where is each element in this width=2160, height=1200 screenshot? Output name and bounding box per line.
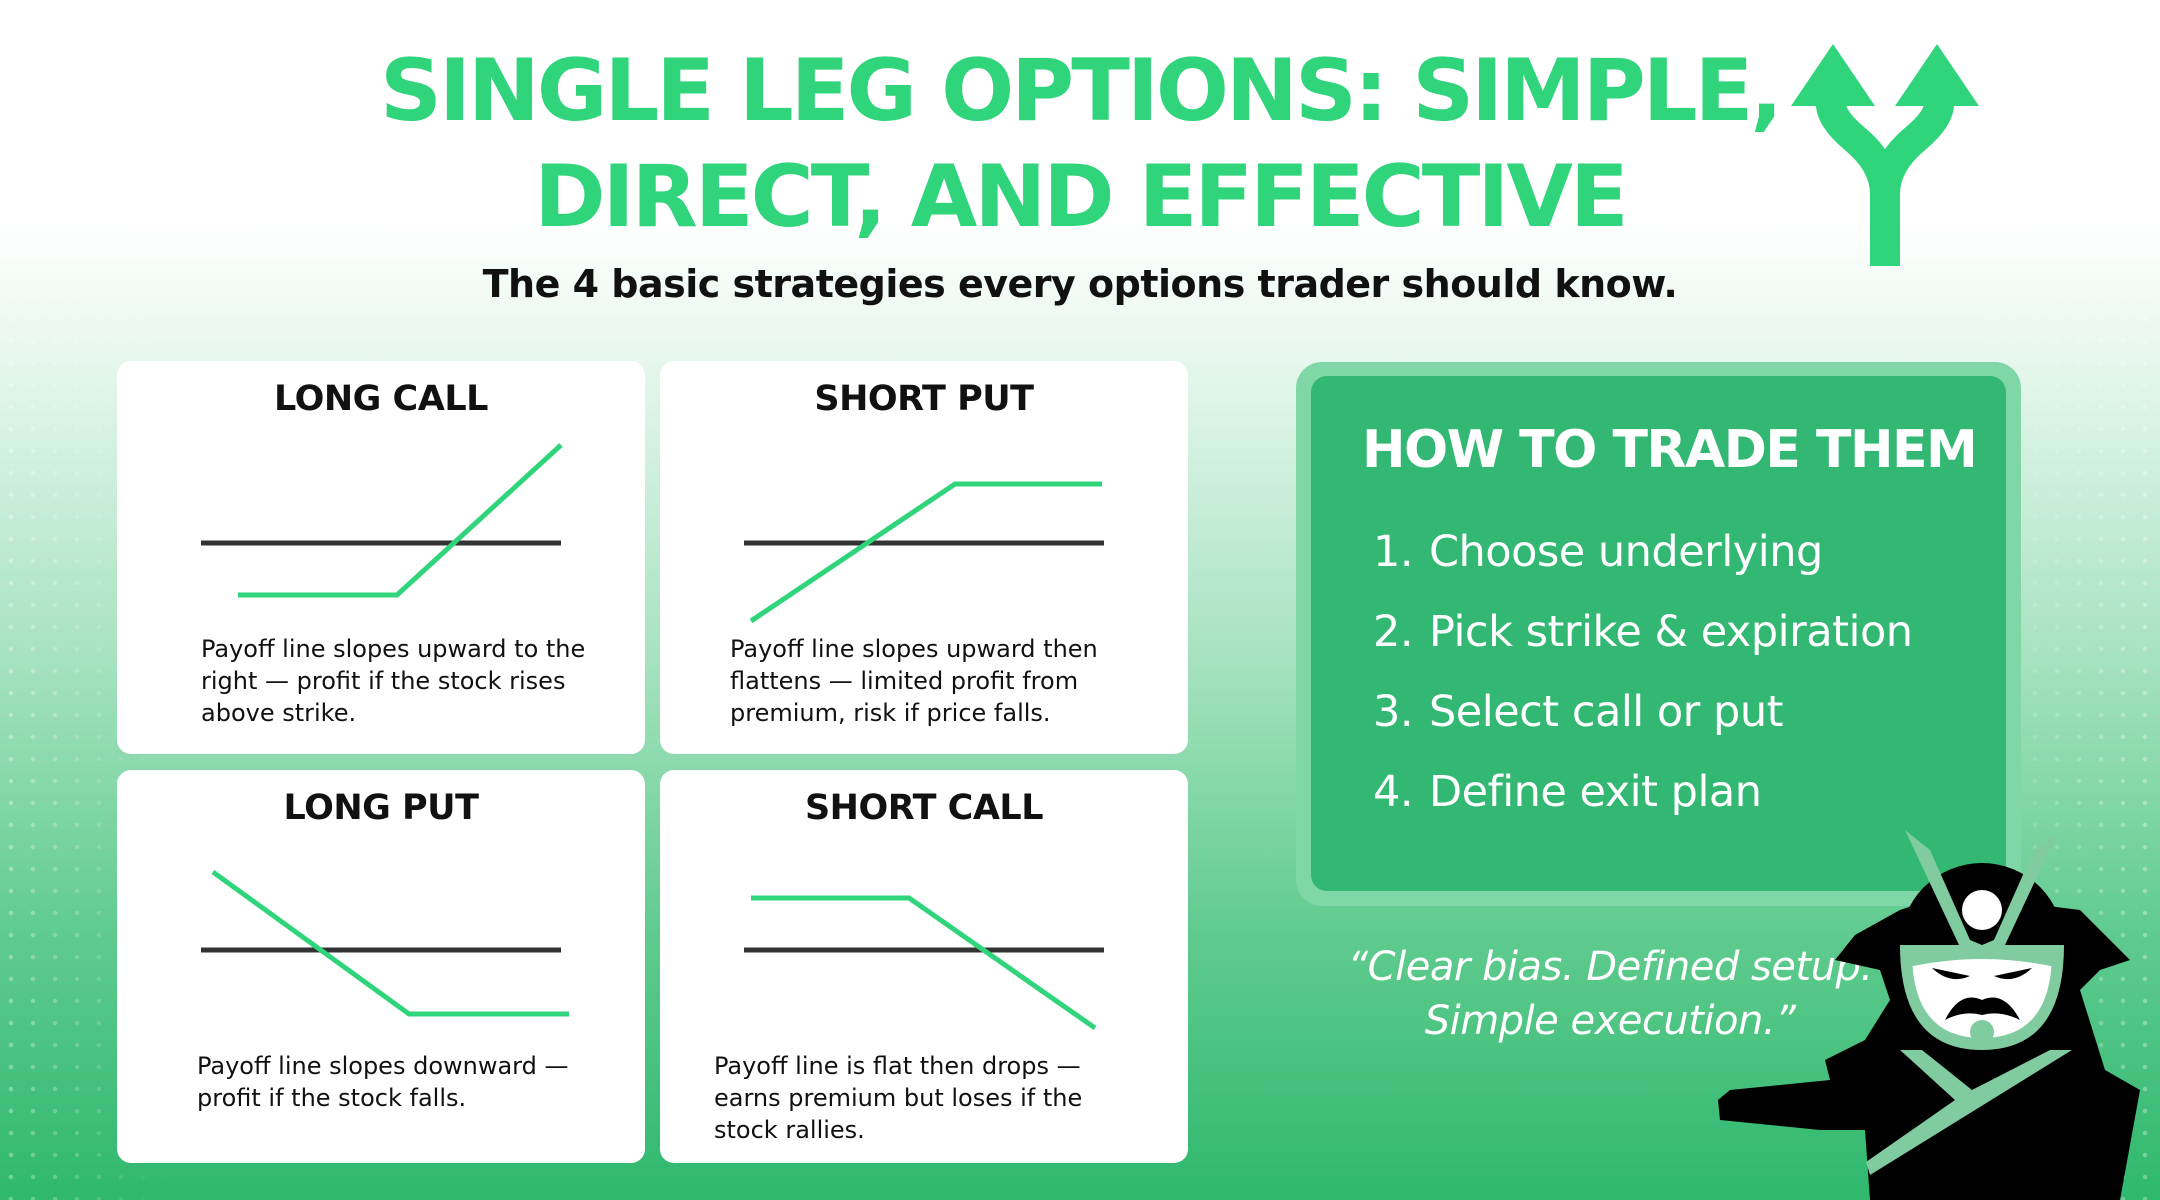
card-title: SHORT CALL [804,788,1044,828]
payoff-line [751,895,1097,1031]
card-description: Payoff line is flat then drops — earns p… [714,1052,1083,1144]
split-arrow-icon [1791,44,1979,266]
card-description: Payoff line slopes downward — profit if … [197,1052,569,1112]
strategy-card-short-call: SHORT CALL Payoff line is flat then drop… [660,770,1188,1163]
card-title: SHORT PUT [814,379,1034,419]
subtitle: The 4 basic strategies every options tra… [482,262,1678,306]
samurai-mascot-icon [1718,830,2140,1200]
strategy-card-long-call: LONG CALL Payoff line slopes upward to t… [117,361,645,754]
quote: “Clear bias. Defined setup. Simple execu… [1347,944,1873,1044]
step-item: 3.Select call or put [1373,687,1783,737]
how-to-trade-panel: HOW TO TRADE THEM 1.Choose underlying 2.… [1311,376,2006,891]
payoff-line [211,869,569,1017]
card-description: Payoff line slopes upward to the right —… [201,635,586,727]
payoff-line [238,443,563,598]
step-item: 4.Define exit plan [1373,767,1762,817]
panel-heading: HOW TO TRADE THEM [1362,420,1978,480]
strategy-card-long-put: LONG PUT Payoff line slopes downward — p… [117,770,645,1163]
card-description: Payoff line slopes upward then flattens … [730,635,1098,727]
page-title: SINGLE LEG OPTIONS: SIMPLE, DIRECT, AND … [380,41,1783,247]
step-item: 1.Choose underlying [1373,527,1823,577]
step-item: 2.Pick strike & expiration [1373,607,1913,657]
card-title: LONG PUT [283,788,479,828]
strategy-card-short-put: SHORT PUT Payoff line slopes upward then… [660,361,1188,754]
payoff-line [749,481,1102,624]
card-title: LONG CALL [274,379,488,419]
steps-list: 1.Choose underlying 2.Pick strike & expi… [1373,524,1913,844]
